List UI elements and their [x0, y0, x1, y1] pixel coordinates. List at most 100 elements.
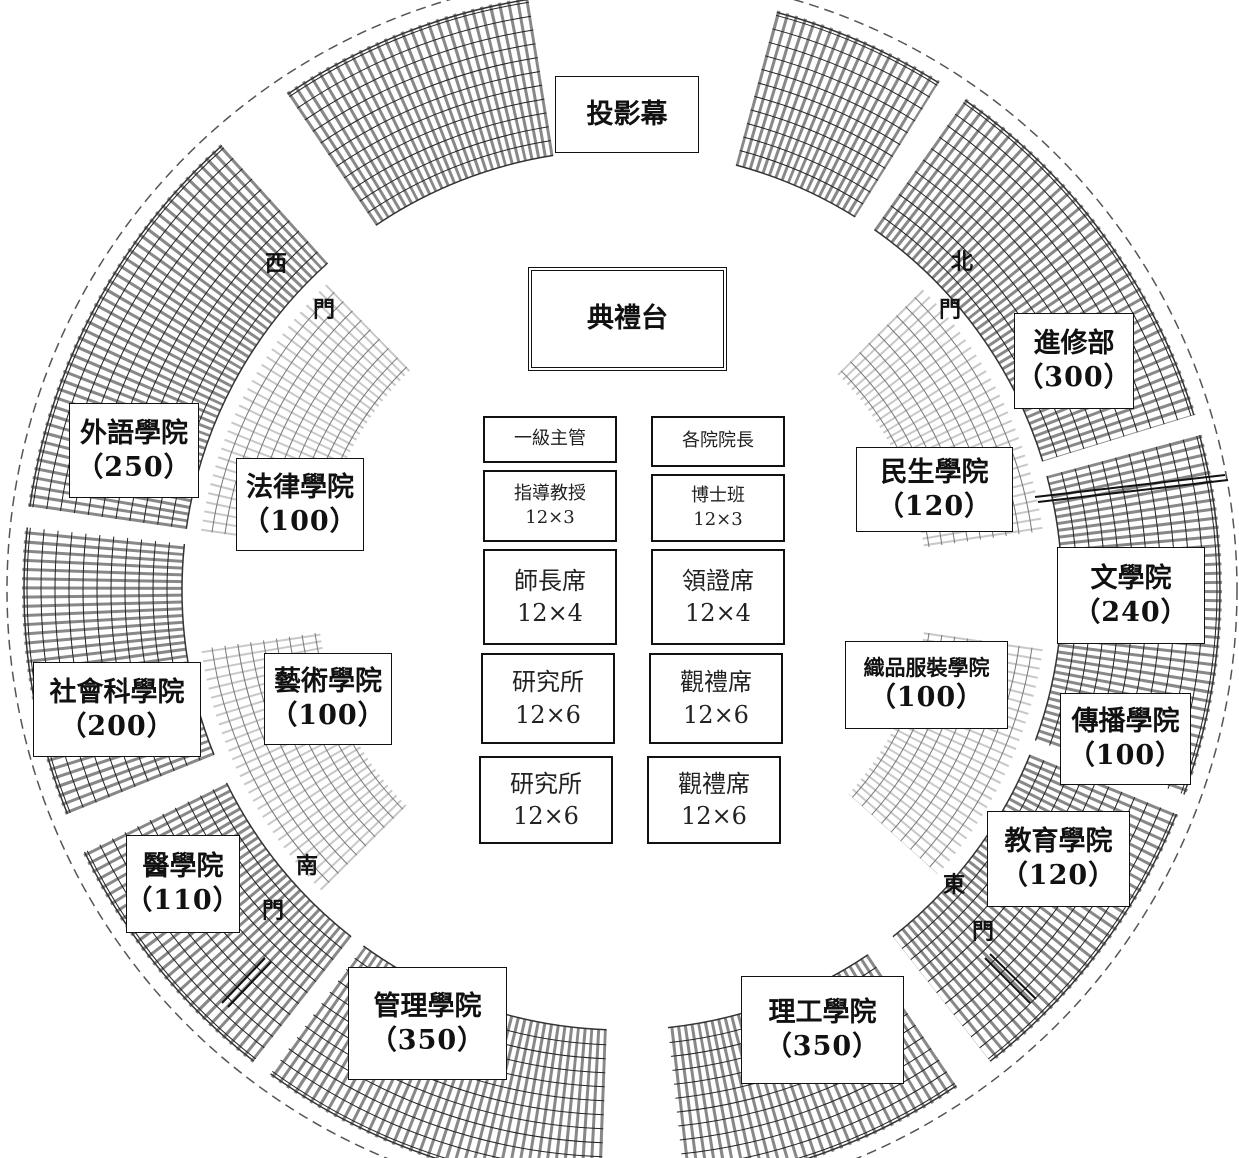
- center-block-size: 12×3: [525, 507, 575, 528]
- east-door-char-2: 門: [972, 919, 995, 945]
- college-count: （110）: [125, 885, 241, 916]
- seat-row-line: [987, 812, 1175, 1060]
- seat-row-line: [746, 123, 879, 181]
- center-block-phd: 博士班 12×3: [651, 474, 785, 542]
- inner-section-edge: [181, 543, 215, 756]
- seat-row-line: [304, 1025, 604, 1130]
- center-block-text: 研究所: [512, 668, 584, 697]
- college-count: （100）: [242, 505, 358, 537]
- college-count: （300）: [1016, 362, 1132, 393]
- west-door-label-2: 門: [313, 292, 335, 324]
- college-name: 文學院: [1090, 562, 1172, 594]
- seat-row-line: [797, 1082, 955, 1158]
- inner-seat-section: [201, 284, 411, 549]
- seat-row-line: [32, 147, 225, 508]
- center-block-guests-2: 觀禮席 12×6: [647, 756, 781, 844]
- college-count: （350）: [369, 1024, 486, 1056]
- college-label-law: 法律學院 （100）: [236, 458, 364, 551]
- seat-row-line: [280, 1059, 503, 1158]
- seat-row-line: [890, 205, 1071, 454]
- ceremony-stage-text: 典禮台: [587, 303, 668, 335]
- west-door-label: 西: [265, 246, 287, 278]
- north-door-char-2: 門: [939, 297, 962, 323]
- center-block-size: 12×4: [517, 599, 583, 627]
- college-count: （240）: [1073, 596, 1189, 628]
- college-label-communication: 傳播學院 （100）: [1060, 693, 1191, 785]
- inner-seat-row-line: [224, 645, 339, 874]
- section-divider-line: [1034, 474, 1226, 498]
- seat-row-line: [351, 112, 547, 191]
- north-door-label-2: 門: [939, 292, 961, 324]
- inner-seat-row-line: [211, 647, 330, 884]
- outer-section-edge: [83, 851, 255, 1062]
- center-block-size: 12×6: [683, 700, 749, 729]
- east-door-label-2: 門: [972, 914, 994, 946]
- west-door-char-1: 西: [265, 251, 288, 277]
- seat-row-line: [289, 1, 529, 98]
- college-label-medicine: 醫學院 （110）: [125, 835, 241, 933]
- seat-row-line: [212, 789, 343, 949]
- seat-row-line: [772, 28, 931, 98]
- center-block-size: 12×6: [513, 802, 579, 830]
- college-name: 藝術學院: [274, 666, 382, 698]
- center-block-deans: 各院院長: [651, 416, 785, 467]
- center-block-text: 一級主管: [514, 428, 586, 450]
- center-block-size: 12×3: [693, 509, 743, 530]
- seat-row-line: [946, 125, 1165, 425]
- outer-boundary: [6, 0, 1238, 1158]
- inner-seat-row-line: [905, 306, 1020, 535]
- seat-row-line: [963, 102, 1192, 417]
- outer-section-edge: [964, 99, 1195, 416]
- seat-row-line: [741, 1071, 948, 1158]
- seat-row-line: [343, 98, 545, 179]
- college-name: 進修部: [1033, 328, 1115, 360]
- center-block-graduate-2: 研究所 12×6: [479, 756, 613, 844]
- college-count: （100）: [270, 700, 386, 731]
- seat-row-line: [328, 71, 540, 156]
- section-divider-line: [984, 957, 1031, 1004]
- section-divider-line: [989, 953, 1037, 1000]
- seat-row-line: [296, 15, 532, 109]
- projection-screen-label: 投影幕: [555, 76, 699, 153]
- inner-section-edge: [892, 754, 1031, 938]
- outer-section-edge: [287, 0, 529, 95]
- south-door-char-1: 南: [296, 853, 319, 879]
- north-door-char-1: 北: [951, 249, 974, 275]
- college-name: 醫學院: [142, 851, 224, 883]
- college-label-continuing-education: 進修部 （300）: [1014, 313, 1134, 409]
- center-block-advisors: 指導教授 12×3: [483, 470, 617, 542]
- college-count: （120）: [876, 490, 993, 522]
- college-name: 理工學院: [768, 997, 877, 1029]
- college-label-education: 教育學院 （120）: [987, 811, 1130, 907]
- seat-row-line: [979, 807, 1162, 1049]
- center-block-top-executives: 一級主管: [483, 416, 617, 463]
- outer-section-edge: [29, 145, 223, 507]
- seat-row-line: [200, 795, 334, 960]
- seat-row-line: [320, 57, 538, 144]
- east-door-label: 東: [943, 867, 965, 899]
- college-name: 傳播學院: [1071, 706, 1180, 738]
- inner-seat-row-line: [929, 647, 1033, 868]
- seat-row-line: [761, 68, 908, 134]
- section-divider-line: [227, 961, 272, 1008]
- college-count: （200）: [59, 710, 175, 742]
- center-block-size: 12×6: [515, 700, 581, 729]
- college-label-human-ecology: 民生學院 （120）: [856, 447, 1013, 532]
- seat-row-line: [304, 29, 534, 121]
- inner-seat-row-line: [237, 643, 348, 865]
- seat-row-line: [882, 216, 1058, 458]
- seat-row-line: [739, 150, 864, 205]
- south-door-label: 南: [296, 848, 318, 880]
- seat-row-line: [86, 850, 257, 1060]
- west-door-char-2: 門: [313, 297, 336, 323]
- seat-row-line: [312, 43, 536, 132]
- seat-row-line: [359, 126, 549, 202]
- center-block-certificate: 領證席 12×4: [651, 549, 785, 645]
- college-label-social-sciences: 社會科學院 （200）: [33, 662, 201, 757]
- south-door-label-2: 門: [262, 893, 284, 925]
- seat-row-line: [743, 136, 871, 193]
- seat-row-line: [750, 109, 886, 169]
- outer-section-edge: [989, 813, 1178, 1062]
- outer-seat-section: [1035, 434, 1222, 796]
